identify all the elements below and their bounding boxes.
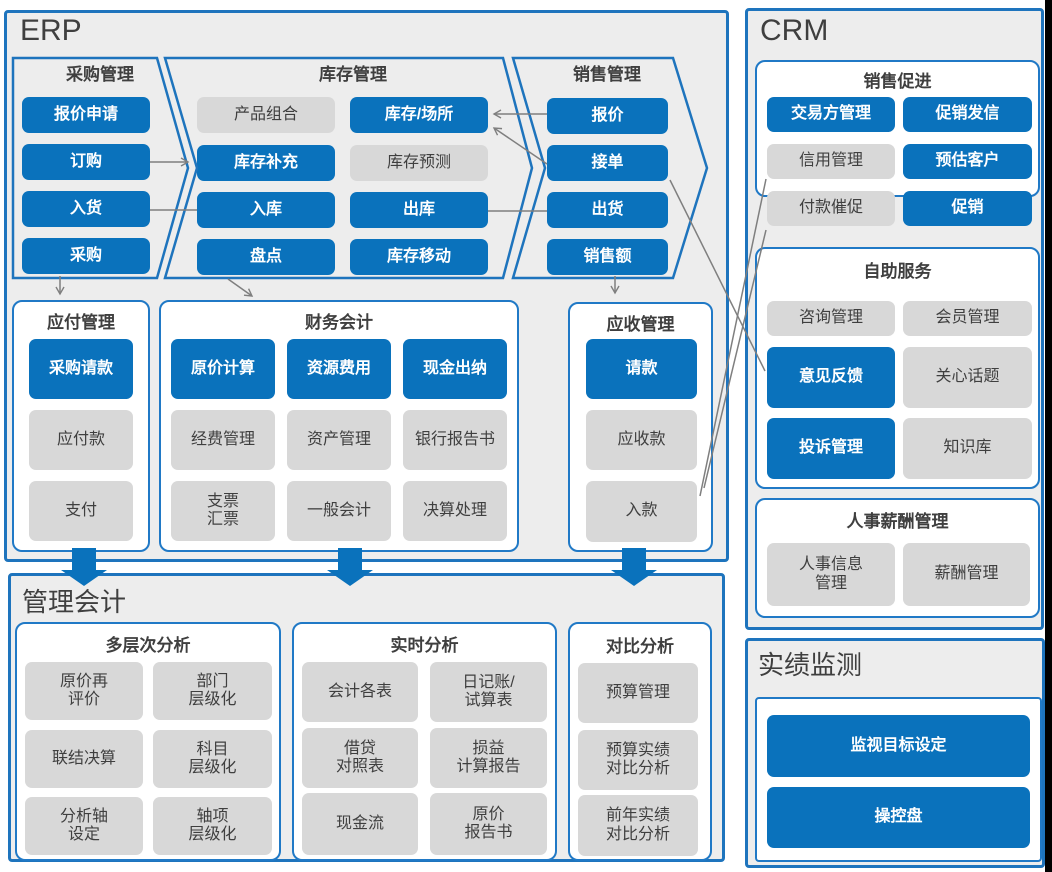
diagram-node: 支票 汇票	[171, 481, 275, 541]
erp-title: ERP	[20, 14, 82, 47]
diagram-node: 知识库	[903, 418, 1032, 479]
receivable-header: 应收管理	[606, 315, 675, 334]
diagram-node: 会员管理	[903, 301, 1032, 336]
diagram-node: 报价	[547, 98, 668, 134]
diagram-node: 应付款	[29, 410, 133, 470]
diagram-node: 接单	[547, 145, 668, 181]
diagram-node: 促销发信	[903, 97, 1032, 132]
diagram-node: 采购	[22, 238, 150, 274]
diagram-node: 库存补充	[197, 145, 335, 181]
diagram-node: 部门 层级化	[153, 662, 272, 720]
diagram-node: 咨询管理	[767, 301, 895, 336]
diagram-node: 前年实绩 对比分析	[578, 795, 698, 856]
management-accounting-title: 管理会计	[22, 587, 127, 617]
diagram-node: 科目 层级化	[153, 730, 272, 788]
hr-payroll-header: 人事薪酬管理	[846, 512, 949, 531]
diagram-node: 原价 报告书	[430, 793, 547, 855]
diagram-node: 订购	[22, 144, 150, 180]
diagram-node: 资产管理	[287, 410, 391, 470]
diagram-node: 操控盘	[767, 787, 1030, 848]
diagram-node: 采购请款	[29, 339, 133, 399]
diagram-node: 库存/场所	[350, 97, 488, 133]
diagram-node: 出库	[350, 192, 488, 228]
diagram-node: 出货	[547, 192, 668, 228]
diagram-node: 预算实绩 对比分析	[578, 730, 698, 790]
payable-header: 应付管理	[47, 313, 115, 332]
diagram-node: 交易方管理	[767, 97, 895, 132]
realtime-analysis-header: 实时分析	[390, 636, 459, 655]
diagram-node: 信用管理	[767, 144, 895, 179]
diagram-node: 损益 计算报告	[430, 728, 547, 788]
diagram-node: 付款催促	[767, 191, 895, 226]
crm-title: CRM	[760, 14, 829, 47]
diagram-node: 意见反馈	[767, 347, 895, 408]
diagram-node: 入款	[586, 481, 697, 542]
diagram-node: 人事信息 管理	[767, 543, 895, 606]
diagram-node: 会计各表	[302, 662, 418, 722]
diagram-node: 分析轴 设定	[25, 797, 143, 855]
diagram-node: 联结决算	[25, 730, 143, 788]
diagram-node: 入库	[197, 192, 335, 228]
diagram-node: 经费管理	[171, 410, 275, 470]
comparison-analysis-header: 对比分析	[606, 637, 674, 656]
diagram-node: 应收款	[586, 410, 697, 470]
sales-group-header: 销售管理	[573, 65, 641, 84]
diagram-node: 借贷 对照表	[302, 728, 418, 788]
screen-edge-strip	[1045, 0, 1052, 872]
diagram-node: 决算处理	[403, 481, 507, 541]
diagram-node: 库存预测	[350, 145, 488, 181]
diagram-node: 原价再 评价	[25, 662, 143, 720]
diagram-node: 促销	[903, 191, 1032, 226]
diagram-node: 支付	[29, 481, 133, 541]
diagram-node: 一般会计	[287, 481, 391, 541]
diagram-node: 现金出纳	[403, 339, 507, 399]
self-service-header: 自助服务	[863, 262, 932, 281]
diagram-node: 入货	[22, 191, 150, 227]
diagram-node: 现金流	[302, 793, 418, 855]
diagram-node: 轴项 层级化	[153, 797, 272, 855]
diagram-node: 销售额	[547, 239, 668, 275]
diagram-node: 库存移动	[350, 239, 488, 275]
diagram-node: 日记账/ 试算表	[430, 662, 547, 722]
performance-monitor-title: 实绩监测	[758, 650, 863, 680]
diagram-node: 银行报告书	[403, 410, 507, 470]
diagram-node: 资源费用	[287, 339, 391, 399]
diagram-node: 预估客户	[903, 144, 1032, 179]
diagram-node: 原价计算	[171, 339, 275, 399]
diagram-node: 产品组合	[197, 97, 335, 133]
diagram-node: 投诉管理	[767, 418, 895, 479]
diagram-node: 预算管理	[578, 663, 698, 723]
multilevel-analysis-header: 多层次分析	[105, 636, 191, 655]
diagram-node: 报价申请	[22, 97, 150, 133]
sales-promotion-header: 销售促进	[863, 72, 932, 91]
diagram-node: 请款	[586, 339, 697, 399]
diagram-node: 薪酬管理	[903, 543, 1030, 606]
purchase-group-header: 采购管理	[66, 65, 134, 84]
finance-header: 财务会计	[305, 313, 373, 332]
inventory-group-header: 库存管理	[319, 65, 387, 84]
diagram-node: 监视目标设定	[767, 715, 1030, 777]
diagram-node: 关心话题	[903, 347, 1032, 408]
diagram-node: 盘点	[197, 239, 335, 275]
